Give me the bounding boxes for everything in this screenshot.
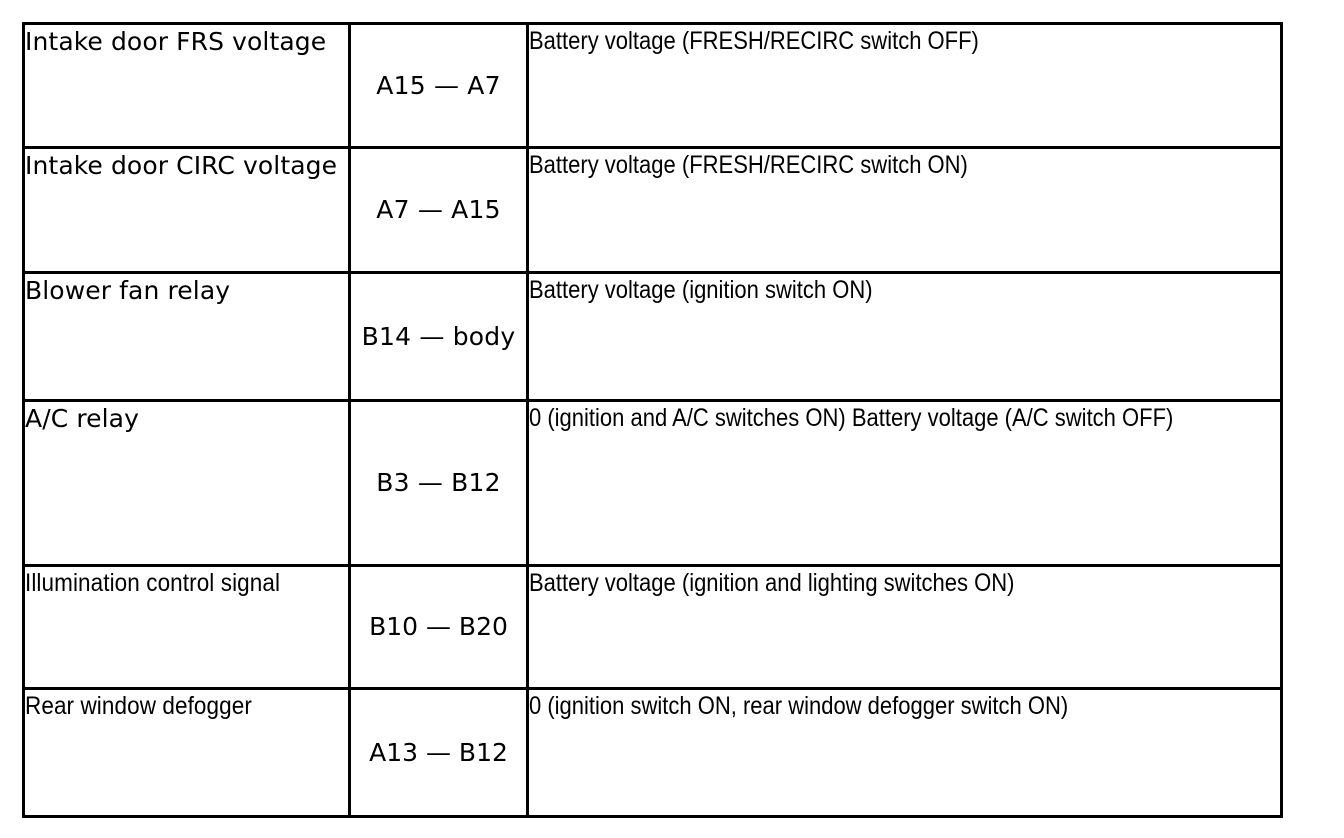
cell-item-name: Blower fan relay	[22, 271, 351, 402]
table-row: Illumination control signal B10 — B20 Ba…	[22, 564, 1283, 690]
cell-terminals: B3 — B12	[348, 399, 529, 567]
cell-condition: Battery voltage (ignition switch ON)	[526, 271, 1283, 402]
cell-item-name: A/C relay	[22, 399, 351, 567]
terminals-text: B10 — B20	[369, 612, 508, 642]
table-row: A/C relay B3 — B12 0 (ignition and A/C s…	[22, 399, 1283, 567]
terminals-text: A13 — B12	[369, 737, 508, 767]
cell-condition: Battery voltage (FRESH/RECIRC switch ON)	[526, 146, 1283, 274]
condition-block: 0 (ignition and A/C switches ON) Battery…	[529, 402, 1280, 435]
condition-block: Battery voltage (FRESH/RECIRC switch OFF…	[529, 25, 1280, 58]
terminals-text: B14 — body	[361, 321, 516, 351]
item-name-text: Intake door FRS voltage	[25, 27, 327, 56]
cell-terminals: B14 — body	[348, 271, 529, 402]
condition-block: Battery voltage (FRESH/RECIRC switch ON)	[529, 149, 1280, 182]
table-row: Blower fan relay B14 — body Battery volt…	[22, 271, 1283, 402]
table-row: Rear window defogger A13 — B12 0 (igniti…	[22, 687, 1283, 818]
condition-text: Battery voltage (FRESH/RECIRC switch ON)	[529, 151, 968, 179]
cell-condition: 0 (ignition switch ON, rear window defog…	[526, 687, 1283, 818]
condition-text-primary: 0 (ignition and A/C switches ON)	[529, 404, 846, 432]
cell-terminals: A15 — A7	[348, 22, 529, 149]
table-row: Intake door FRS voltage A15 — A7 Battery…	[22, 22, 1283, 149]
cell-condition: 0 (ignition and A/C switches ON) Battery…	[526, 399, 1283, 567]
item-name-text: Blower fan relay	[25, 276, 231, 305]
item-name-text: Illumination control signal	[25, 569, 281, 597]
cell-condition: Battery voltage (FRESH/RECIRC switch OFF…	[526, 22, 1283, 149]
cell-item-name: Rear window defogger	[22, 687, 351, 818]
cell-item-name: Intake door CIRC voltage	[22, 146, 351, 274]
item-name-text: Rear window defogger	[25, 692, 252, 720]
terminals-text: A7 — A15	[376, 195, 501, 225]
condition-text: 0 (ignition switch ON, rear window defog…	[529, 692, 1069, 720]
condition-text-secondary: Battery voltage (A/C switch OFF)	[851, 404, 1174, 432]
table-row: Intake door CIRC voltage A7 — A15 Batter…	[22, 146, 1283, 274]
cell-condition: Battery voltage (ignition and lighting s…	[526, 564, 1283, 690]
terminals-text: B3 — B12	[376, 468, 501, 498]
item-name-text: A/C relay	[25, 404, 139, 433]
condition-text: Battery voltage (FRESH/RECIRC switch OFF…	[529, 27, 979, 55]
condition-block: 0 (ignition switch ON, rear window defog…	[529, 690, 1280, 723]
cell-item-name: Intake door FRS voltage	[22, 22, 351, 149]
condition-block: Battery voltage (ignition and lighting s…	[529, 567, 1280, 600]
cell-terminals: A13 — B12	[348, 687, 529, 818]
table-body: Intake door FRS voltage A15 — A7 Battery…	[22, 22, 1283, 818]
cell-terminals: A7 — A15	[348, 146, 529, 274]
condition-text: Battery voltage (ignition switch ON)	[529, 276, 873, 304]
condition-text: Battery voltage (ignition and lighting s…	[529, 569, 1015, 597]
terminals-text: A15 — A7	[376, 70, 501, 100]
cell-item-name: Illumination control signal	[22, 564, 351, 690]
condition-block: Battery voltage (ignition switch ON)	[529, 274, 1280, 307]
item-name-text: Intake door CIRC voltage	[25, 151, 338, 180]
specification-table: Intake door FRS voltage A15 — A7 Battery…	[22, 22, 1283, 818]
cell-terminals: B10 — B20	[348, 564, 529, 690]
